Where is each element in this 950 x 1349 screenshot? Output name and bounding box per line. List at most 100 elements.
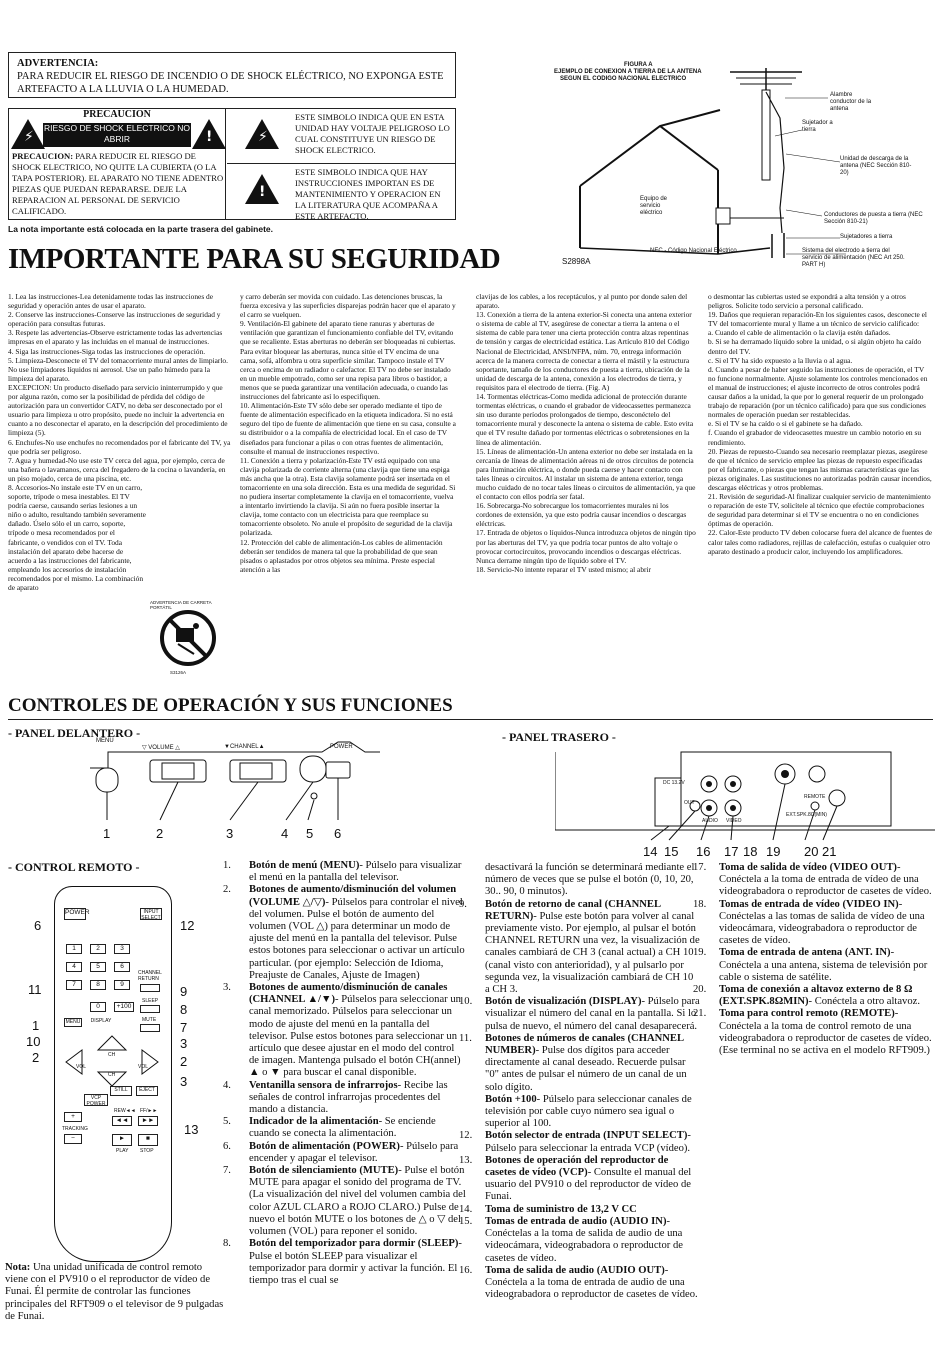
label-ground-conductors: Conductores de puesta a tierra (NEC Secc… <box>824 212 923 225</box>
function-description: - Conéctela a una antena, sistema de tel… <box>719 947 928 983</box>
function-number: 7. <box>223 1165 231 1177</box>
remote-menu-button[interactable]: MENU <box>64 1018 82 1027</box>
remote-input-select-button[interactable]: INPUT SELECT <box>140 908 162 921</box>
remote-play-label: PLAY <box>116 1148 129 1154</box>
rear-label-remote: REMOTE <box>804 794 826 800</box>
warning-box: ADVERTENCIA: PARA REDUCIR EL RIESGO DE I… <box>8 52 456 98</box>
function-description: - Conéctelas a las tomas de salida de ví… <box>719 898 925 947</box>
remote-stop-icon[interactable]: ■ <box>138 1134 158 1146</box>
rear-callout: 19 <box>766 844 781 859</box>
front-panel-drawing <box>90 741 380 821</box>
function-name: Tomas de entrada de vídeo (VIDEO IN) <box>719 898 899 910</box>
function-number: 14. <box>459 1203 473 1215</box>
remote-vcp-power-button[interactable]: VCP POWER <box>84 1094 108 1107</box>
safety-item: f. Cuando el grabador de videocasettes m… <box>708 428 922 447</box>
remote-digit-button[interactable]: 7 <box>66 980 82 990</box>
remote-play-icon[interactable]: ► <box>112 1134 132 1146</box>
remote-sleep-button[interactable] <box>140 1005 160 1013</box>
safety-item: 10. Alimentación-Este TV sólo debe ser o… <box>240 401 456 456</box>
functions-column-2: desactivará la función se determinará me… <box>459 862 700 1302</box>
remote-digit-button[interactable]: 0 <box>90 1002 106 1012</box>
remote-plus100-button[interactable]: +100 <box>114 1002 134 1012</box>
remote-note: Nota: Una unidad unificada de control re… <box>5 1262 224 1322</box>
remote-vol-left-label: VOL <box>76 1064 87 1070</box>
remote-tracking-label: TRACKING <box>62 1126 88 1132</box>
function-item: 17.Toma de salida de vídeo (VIDEO OUT)- … <box>693 862 934 899</box>
remote-callout: 1 <box>32 1018 40 1033</box>
remote-digit-button[interactable]: 8 <box>90 980 106 990</box>
remote-digit-button[interactable]: 9 <box>114 980 130 990</box>
remote-navigation-pad[interactable] <box>62 1034 162 1088</box>
function-name: Botones de aumento/disminución del volum… <box>249 884 457 908</box>
function-description: - Pulse el botón MUTE para apagar el son… <box>249 1165 466 1238</box>
remote-callout: 13 <box>184 1122 199 1137</box>
remote-ch-label: CH <box>108 1052 116 1058</box>
function-number: 10. <box>459 996 473 1008</box>
front-callout: 2 <box>156 826 164 841</box>
rear-label-dc: DC 13.2V <box>663 780 685 786</box>
safety-column-4: o desmontar las cubiertas usted se expon… <box>708 292 933 556</box>
remote-callout: 10 <box>26 1034 41 1049</box>
safety-item: clavijas de los cables, a los receptácul… <box>476 292 688 311</box>
remote-digit-button[interactable]: 6 <box>114 962 130 972</box>
function-item: 11.Botones de números de canales (CHANNE… <box>459 1032 700 1094</box>
remote-power-button[interactable]: POWER <box>64 908 90 920</box>
function-number: 5. <box>223 1116 231 1128</box>
safety-item: 18. Servicio-No intente reparar el TV us… <box>476 564 652 574</box>
function-item: 16.Toma de salida de audio (AUDIO OUT)- … <box>459 1265 700 1302</box>
function-name: Botón de silenciamiento (MUTE) <box>249 1165 399 1177</box>
safety-item: o desmontar las cubiertas usted se expon… <box>708 292 906 311</box>
front-panel-heading: - PANEL DELANTERO - <box>8 726 141 740</box>
remote-digit-button[interactable]: 5 <box>90 962 106 972</box>
function-name: Botones de operación del reproductor de … <box>485 1154 669 1179</box>
remote-digit-button[interactable]: 2 <box>90 944 106 954</box>
front-callout: 5 <box>306 826 314 841</box>
remote-digit-button[interactable]: 1 <box>66 944 82 954</box>
remote-still-button[interactable]: STILL <box>110 1086 132 1096</box>
function-name: Botón de menú (MENU) <box>249 860 360 871</box>
warning-title: ADVERTENCIA: <box>17 58 99 69</box>
safety-item: 1. Lea las instrucciones-Lea detenidamen… <box>8 292 214 311</box>
remote-fast-forward-button[interactable]: ►► <box>138 1116 158 1126</box>
safety-item: 13. Conexión a tierra de la antena exter… <box>476 310 692 392</box>
function-name: Toma de conexión a altavoz externo de 8 … <box>719 984 913 1008</box>
lightning-symbol-icon: ⚡ <box>245 119 279 149</box>
safety-item: 14. Tormentas eléctricas-Como medida adi… <box>476 392 694 447</box>
function-number: 9. <box>459 898 467 910</box>
front-label-volume: ▽ VOLUME △ <box>142 745 180 751</box>
remote-tracking-down-button[interactable]: − <box>64 1134 82 1144</box>
remote-digit-button[interactable]: 3 <box>114 944 130 954</box>
function-item: 12.Botón selector de entrada (INPUT SELE… <box>459 1130 700 1154</box>
function-item: 4.Ventanilla sensora de infrarrojos- Rec… <box>223 1080 466 1117</box>
front-label-menu: MENU <box>96 738 114 744</box>
function-number: 19. <box>693 947 707 959</box>
function-description: desactivará la función se determinará me… <box>485 862 695 898</box>
function-name: Botones de números de canales (CHANNEL N… <box>485 1032 684 1057</box>
section-divider <box>8 719 933 720</box>
remote-mute-label: MUTE <box>142 1017 157 1023</box>
remote-display-button[interactable]: DISPLAY <box>88 1018 114 1027</box>
safety-column-1: 1. Lea las instrucciones-Lea detenidamen… <box>8 292 233 592</box>
remote-eject-button[interactable]: EJECT <box>136 1086 158 1096</box>
remote-channel-return-button[interactable] <box>140 984 160 992</box>
safety-item: 20. Piezas de repuesto-Cuando sea necesa… <box>708 446 932 492</box>
remote-digit-button[interactable]: 4 <box>66 962 82 972</box>
function-item: 20.Toma de conexión a altavoz externo de… <box>693 984 934 1008</box>
function-description: - Conéctela a la toma de entrada de víde… <box>719 862 932 898</box>
remote-tracking-up-button[interactable]: + <box>64 1112 82 1122</box>
rear-panel-drawing <box>555 751 935 841</box>
safety-item: c. Si el TV ha sido expuesto a la lluvia… <box>708 355 853 365</box>
rear-panel-heading: - PANEL TRASERO - <box>502 730 616 744</box>
function-item: 6.Botón de alimentación (POWER)- Púlselo… <box>223 1140 466 1165</box>
rear-callout: 15 <box>664 844 679 859</box>
function-number: 6. <box>223 1140 231 1152</box>
remote-rewind-button[interactable]: ◄◄ <box>112 1116 132 1126</box>
safety-item: 8. Accesorios-No instale este TV en un c… <box>8 482 146 592</box>
remote-mute-button[interactable] <box>140 1024 160 1032</box>
rear-callout: 17 <box>724 844 739 859</box>
function-name: Botón de alimentación (POWER) <box>249 1140 400 1152</box>
function-description: - Conéctelas a la toma de salida de audi… <box>485 1215 683 1264</box>
page-title: IMPORTANTE PARA SU SEGURIDAD <box>8 243 501 275</box>
remote-callout: 7 <box>180 1020 188 1035</box>
function-description: - Conéctela a la toma de control remoto … <box>719 1008 932 1057</box>
